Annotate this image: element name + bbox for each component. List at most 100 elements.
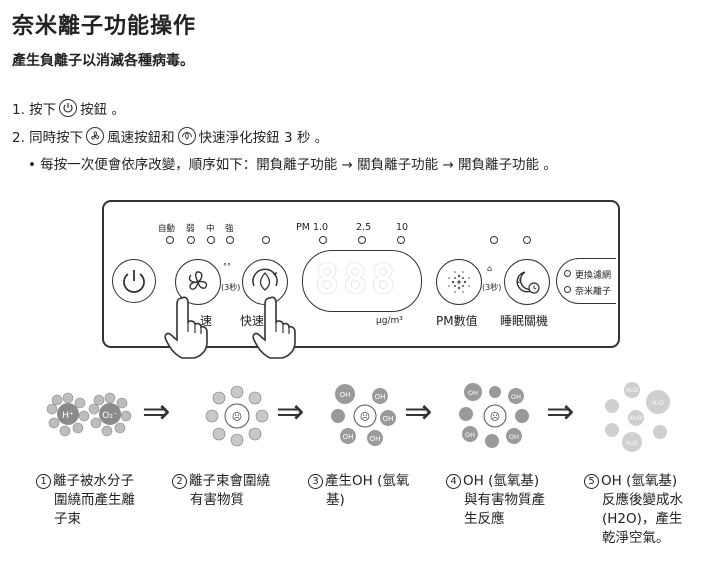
svg-text:H₂O: H₂O <box>626 387 638 394</box>
stage-2-number: 2 <box>172 474 187 489</box>
pm-label-25: 2.5 <box>356 222 372 233</box>
stage-3-line1: 產生OH (氫氧 <box>325 473 410 489</box>
svg-text:OH: OH <box>468 389 478 397</box>
mode-led-mid <box>207 236 215 244</box>
quick-purify-button[interactable] <box>242 259 288 305</box>
step-1-prefix: 1. 按下 <box>12 102 57 118</box>
sleep-moon-icon: z <box>516 271 540 294</box>
svg-text:OH: OH <box>370 435 381 443</box>
stage-5-number: 5 <box>584 474 599 489</box>
step-2-bullet: • 每按一次便會依序改變，順序如下：開負離子功能 → 關負離子功能 → 開負離子… <box>28 157 557 173</box>
stage-4-number: 4 <box>446 474 461 489</box>
page-title: 奈米離子功能操作 <box>12 14 197 39</box>
mode-led-low <box>187 236 195 244</box>
stage-1-line1: 離子被水分子 <box>53 473 134 489</box>
mode-label-auto: 自動 <box>158 224 176 234</box>
hold-3s-label-right: (3秒) <box>482 283 502 292</box>
pm-button-led <box>490 236 498 244</box>
power-icon <box>59 99 78 117</box>
pm-label-1: PM 1.0 <box>296 222 329 233</box>
pm-led-25 <box>358 236 366 244</box>
svg-text:☹: ☹ <box>360 412 370 423</box>
svg-text:H⁺: H⁺ <box>62 411 74 421</box>
svg-text:OH: OH <box>509 433 519 441</box>
mode-label-low: 弱 <box>186 224 195 234</box>
filter-indicator-label: 更換濾網 <box>575 271 612 281</box>
svg-text:H₂O: H₂O <box>630 415 642 422</box>
process-arrow-2: ⇒ <box>276 392 305 432</box>
svg-text:z: z <box>517 276 521 285</box>
h2o-result-icon: H₂O H₂O H₂O H₂O <box>605 382 670 452</box>
filter-led <box>564 270 571 277</box>
fan-icon <box>86 127 105 145</box>
stage-2-line1: 離子束會圍繞 <box>189 473 270 489</box>
step-1-suffix: 按鈕 。 <box>80 102 125 118</box>
hold-3s-label-left: (3秒) <box>221 283 241 292</box>
sleep-led <box>523 236 531 244</box>
quick-purify-icon <box>252 268 278 291</box>
svg-text:OH: OH <box>383 415 394 423</box>
process-arrow-3: ⇒ <box>404 392 433 432</box>
indicator-bracket <box>556 258 616 304</box>
process-diagram: H⁺ O₂⁻ ☹ ☹ OH OH OH OH OH ☹ <box>46 382 670 452</box>
virus-surround-icon: ☹ <box>205 385 269 447</box>
sleep-off-caption: 睡眠關機 <box>500 314 549 328</box>
page-subtitle: 產生負離子以消滅各種病毒。 <box>12 53 194 69</box>
step-2-middle: 風速按鈕和 <box>107 130 175 146</box>
svg-text:OH: OH <box>343 433 354 441</box>
nano-ion-icon: °° <box>223 262 231 271</box>
mode-led-auto <box>166 236 174 244</box>
step-1: 1. 按下 按鈕 。 <box>12 98 125 118</box>
process-arrow-4: ⇒ <box>546 392 575 432</box>
sleep-off-button[interactable]: z <box>504 259 550 305</box>
oh-reaction-icon: ☹ OH OH OH OH <box>459 383 529 448</box>
nano-ion-indicator-label: 奈米離子 <box>575 287 612 297</box>
pm-value-button[interactable] <box>436 259 482 305</box>
svg-text:OH: OH <box>375 393 386 401</box>
svg-text:☹: ☹ <box>490 412 500 423</box>
svg-text:H₂O: H₂O <box>626 440 638 447</box>
pm-led-1 <box>319 236 327 244</box>
stage-5-line1: OH (氫氧基) <box>601 473 678 489</box>
fan-icon <box>188 271 208 290</box>
svg-text:H₂O: H₂O <box>652 400 664 407</box>
pm-label-10: 10 <box>396 222 409 233</box>
process-arrow-1: ⇒ <box>142 392 171 432</box>
display-digits: 888 <box>315 257 400 303</box>
svg-text:O₂⁻: O₂⁻ <box>102 411 118 421</box>
svg-text:OH: OH <box>511 393 521 401</box>
pointing-hand-icon-right <box>252 296 296 359</box>
ion-cluster-icon: H⁺ O₂⁻ <box>46 392 132 437</box>
fan-speed-button[interactable] <box>175 259 221 305</box>
mode-label-mid: 中 <box>206 224 215 234</box>
pm-led-10 <box>397 236 405 244</box>
stage-1-number: 1 <box>36 474 51 489</box>
power-icon <box>123 270 145 293</box>
oh-generation-icon: ☹ OH OH OH OH OH <box>331 384 396 446</box>
quick-purify-caption: 快速 <box>240 314 265 328</box>
svg-text:OH: OH <box>340 391 351 399</box>
stage-1-line2: 圍繞而產生離 <box>54 492 135 508</box>
mode-label-high: 強 <box>225 224 234 234</box>
stage-5-line2: 反應後變成水 <box>602 492 683 508</box>
stage-2-line2: 有害物質 <box>190 492 244 508</box>
quick-purify-icon <box>177 127 196 145</box>
svg-text:OH: OH <box>465 431 475 439</box>
stage-5-line3: (H2O)，產生 <box>602 511 683 527</box>
quick-led <box>262 236 270 244</box>
pm-sensor-icon <box>448 271 470 293</box>
pointing-hand-icon-left <box>164 296 208 359</box>
stage-4-line3: 生反應 <box>464 511 505 527</box>
stage-3-line2: 基) <box>326 492 345 508</box>
stage-4-line1: OH (氫氧基) <box>463 473 540 489</box>
step-2-suffix: 快速淨化按鈕 3 秒 。 <box>198 130 329 146</box>
power-button[interactable] <box>112 259 156 303</box>
stage-3-number: 3 <box>308 474 323 489</box>
lock-icon: ⌂ <box>487 264 493 273</box>
pm-display: 888 <box>302 250 422 312</box>
